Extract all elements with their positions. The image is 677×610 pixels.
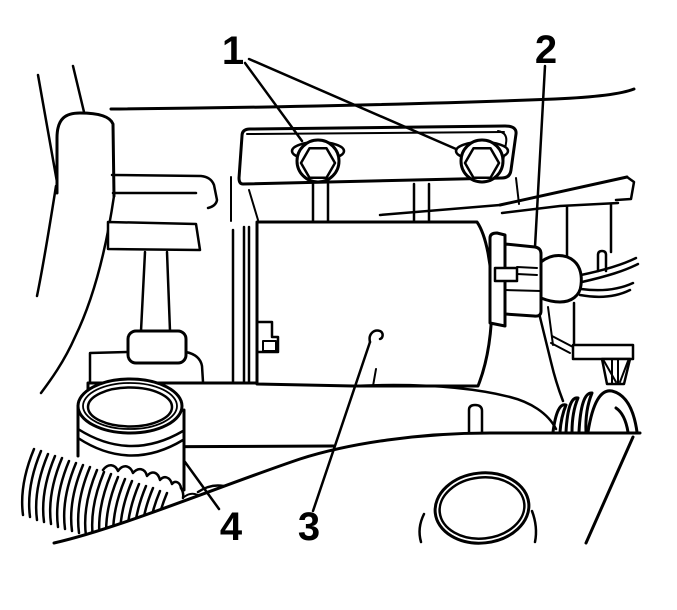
starter-motor-body [255, 220, 494, 388]
callout-labels: 1 2 3 4 [220, 28, 557, 549]
wiring-harness [578, 256, 640, 299]
callout-3-leader [311, 340, 372, 513]
cv-boot [551, 389, 639, 434]
mounting-bolt-left [290, 138, 346, 184]
mounting-bolt-right [454, 138, 510, 184]
callout-2-label: 2 [535, 28, 557, 72]
oil-fill-cap [76, 377, 186, 492]
callout-4-leader [183, 460, 221, 511]
left-mount-structure [88, 173, 259, 393]
subframe-opening [433, 471, 531, 545]
mount-isolator [571, 343, 635, 386]
callout-4-label: 4 [220, 505, 243, 549]
callout-2-leader [533, 64, 547, 249]
subframe-opening-shadows [418, 435, 635, 545]
engine-top-edge [109, 87, 636, 111]
callout-3-label: 3 [298, 505, 320, 549]
callout-1-leader-b [247, 57, 458, 151]
solenoid-connector [488, 231, 583, 328]
upper-left-hose [35, 64, 116, 395]
right-frame-structure [378, 175, 636, 403]
callout-leaders [183, 57, 547, 513]
callout-1-leader-a [243, 61, 304, 143]
callout-1-label: 1 [222, 29, 244, 73]
callout-3-leader-hook [368, 329, 384, 344]
